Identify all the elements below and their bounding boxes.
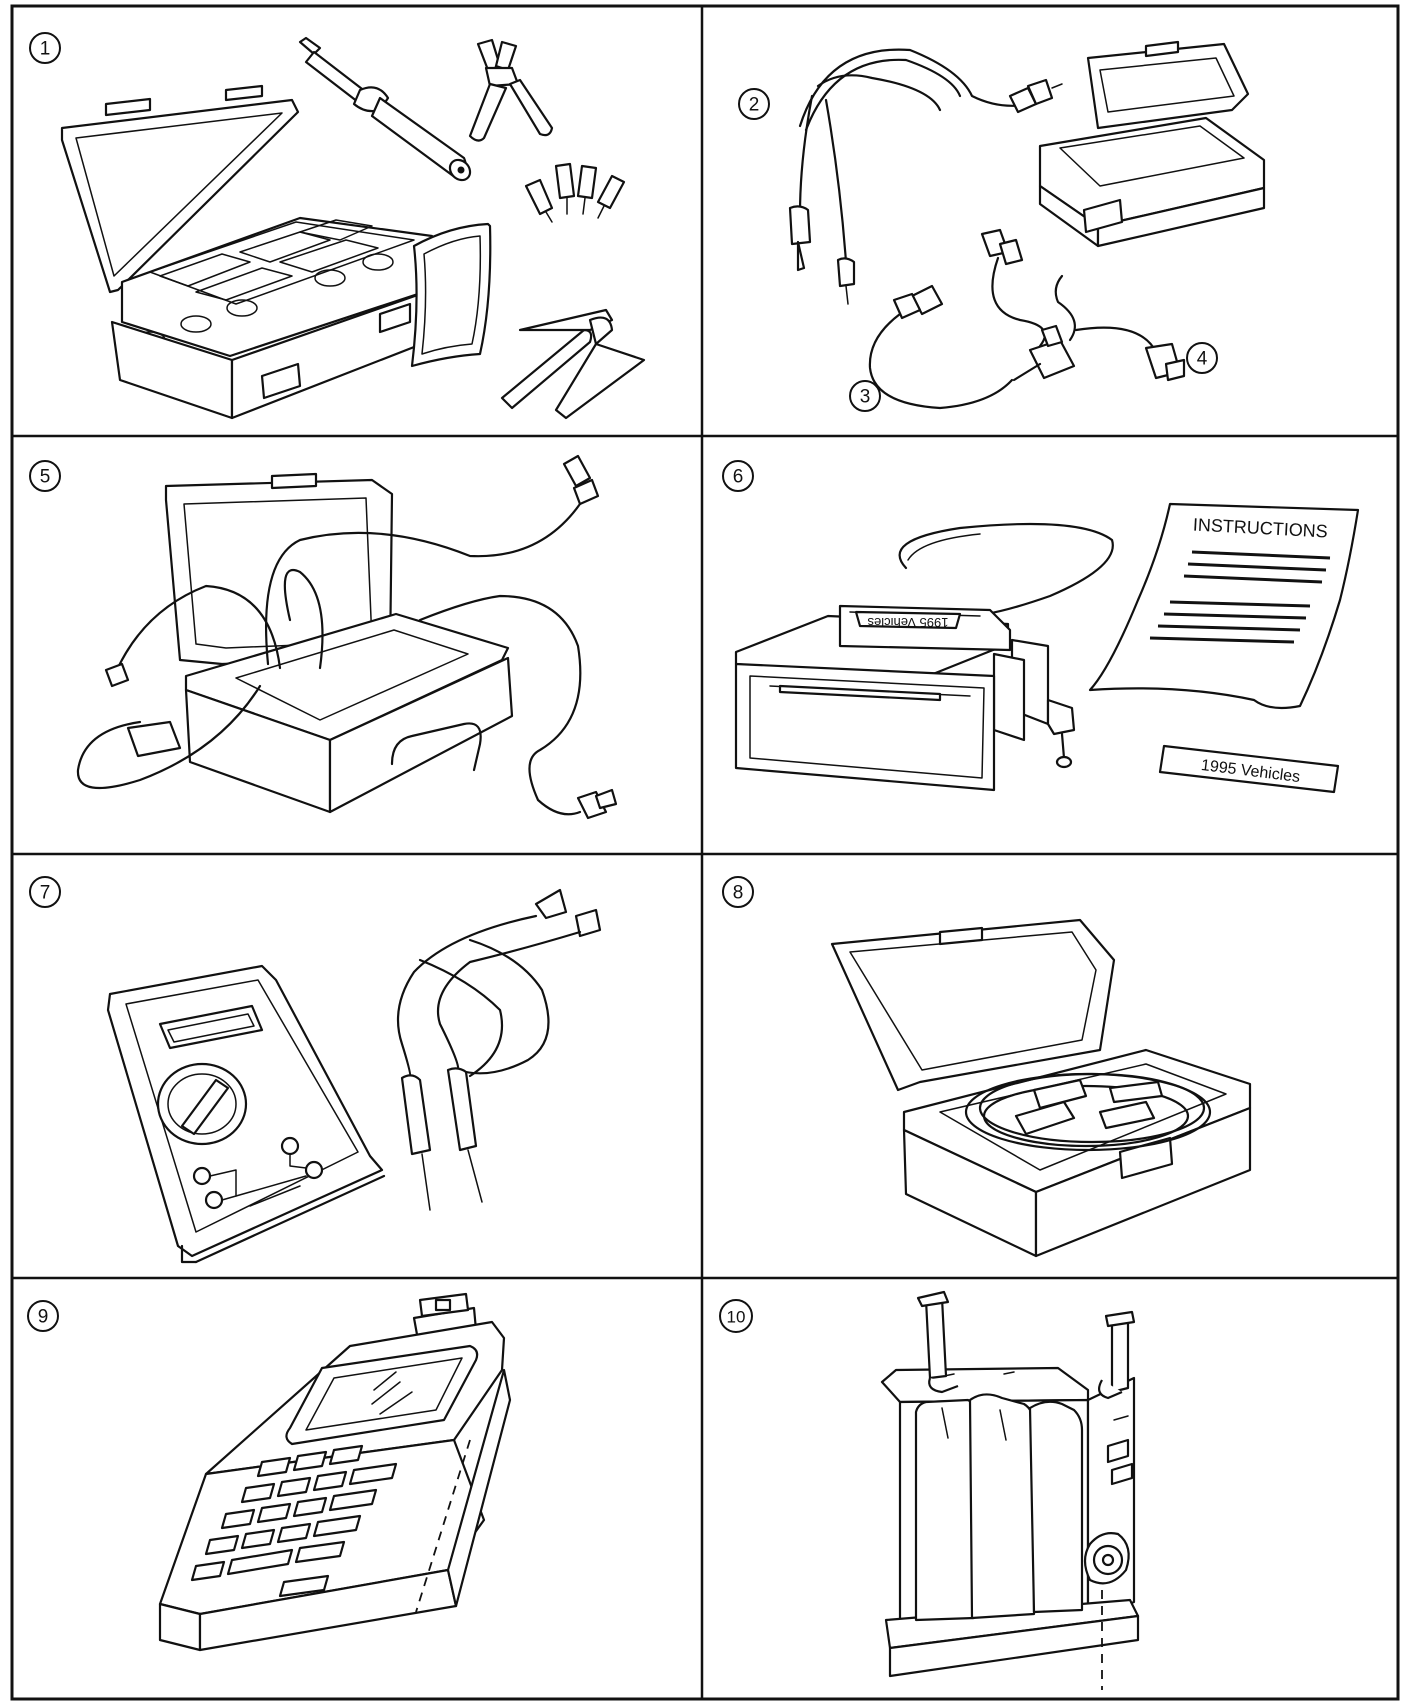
scan-tool-keypad bbox=[190, 1444, 398, 1598]
callout-9-label: 9 bbox=[38, 1307, 49, 1328]
callout-1-label: 1 bbox=[40, 39, 51, 60]
holder-knob bbox=[1083, 1532, 1130, 1585]
panel-7-digital-multimeter bbox=[106, 888, 602, 1264]
callout-6: 6 bbox=[722, 460, 754, 492]
scan-tool-body bbox=[158, 1292, 512, 1652]
splice-connectors bbox=[524, 162, 626, 223]
callout-8: 8 bbox=[722, 876, 754, 908]
vehicle-year-plate: 1995 Vehicles bbox=[1158, 744, 1340, 794]
test-lead-coil bbox=[788, 48, 1063, 305]
panel-8-cable-case bbox=[830, 918, 1252, 1258]
jumper-harness-3 bbox=[868, 228, 1046, 410]
test-probes bbox=[396, 888, 602, 1211]
callout-3-label: 3 bbox=[860, 387, 871, 408]
jumper-harness-4 bbox=[1012, 274, 1186, 382]
panel-9-scan-tool bbox=[158, 1292, 512, 1652]
callout-3: 3 bbox=[849, 380, 881, 412]
antenna-wire bbox=[898, 522, 1114, 616]
callout-7: 7 bbox=[29, 876, 61, 908]
coiled-cable bbox=[964, 1072, 1212, 1152]
instruction-sheet: INSTRUCTIONS bbox=[1088, 502, 1360, 710]
callout-5-label: 5 bbox=[40, 467, 51, 488]
panel-grid bbox=[10, 4, 1400, 1701]
cartridge-label: 1995 Vehicles bbox=[867, 615, 948, 630]
callout-6-label: 6 bbox=[733, 467, 744, 488]
breakout-case bbox=[164, 472, 514, 814]
repair-kit-case bbox=[60, 84, 434, 420]
harness-case bbox=[1038, 40, 1266, 248]
diagonal-cutters bbox=[468, 38, 554, 142]
callout-4: 4 bbox=[1186, 342, 1218, 374]
callout-2-label: 2 bbox=[749, 95, 760, 116]
instruction-card bbox=[410, 222, 492, 368]
callout-1: 1 bbox=[29, 32, 61, 64]
panel-5-breakout-box bbox=[76, 454, 618, 820]
soldering-iron bbox=[298, 36, 472, 182]
callout-7-label: 7 bbox=[40, 883, 51, 904]
cartridge-adapter: 1995 Vehicles bbox=[734, 604, 1076, 792]
panel-10-cartridge-holder bbox=[880, 1290, 1140, 1690]
multimeter-body bbox=[106, 964, 386, 1264]
panel-6-vehicle-cartridge: 1995 Vehicles INSTRUCTIONS bbox=[734, 502, 1360, 794]
instruction-text-lines bbox=[1149, 550, 1331, 644]
callout-4-label: 4 bbox=[1197, 349, 1208, 370]
holder-frame bbox=[880, 1290, 1140, 1678]
callout-10: 10 bbox=[719, 1299, 753, 1333]
breakout-cables bbox=[76, 454, 618, 820]
panel-1-terminal-repair-kit bbox=[60, 36, 646, 420]
crimp-tool bbox=[500, 308, 646, 420]
callout-2: 2 bbox=[738, 88, 770, 120]
callout-10-label: 10 bbox=[727, 1308, 746, 1327]
callout-9: 9 bbox=[27, 1300, 59, 1332]
panel-2-jumper-leads bbox=[788, 40, 1266, 410]
callout-8-label: 8 bbox=[733, 883, 744, 904]
callout-5: 5 bbox=[29, 460, 61, 492]
